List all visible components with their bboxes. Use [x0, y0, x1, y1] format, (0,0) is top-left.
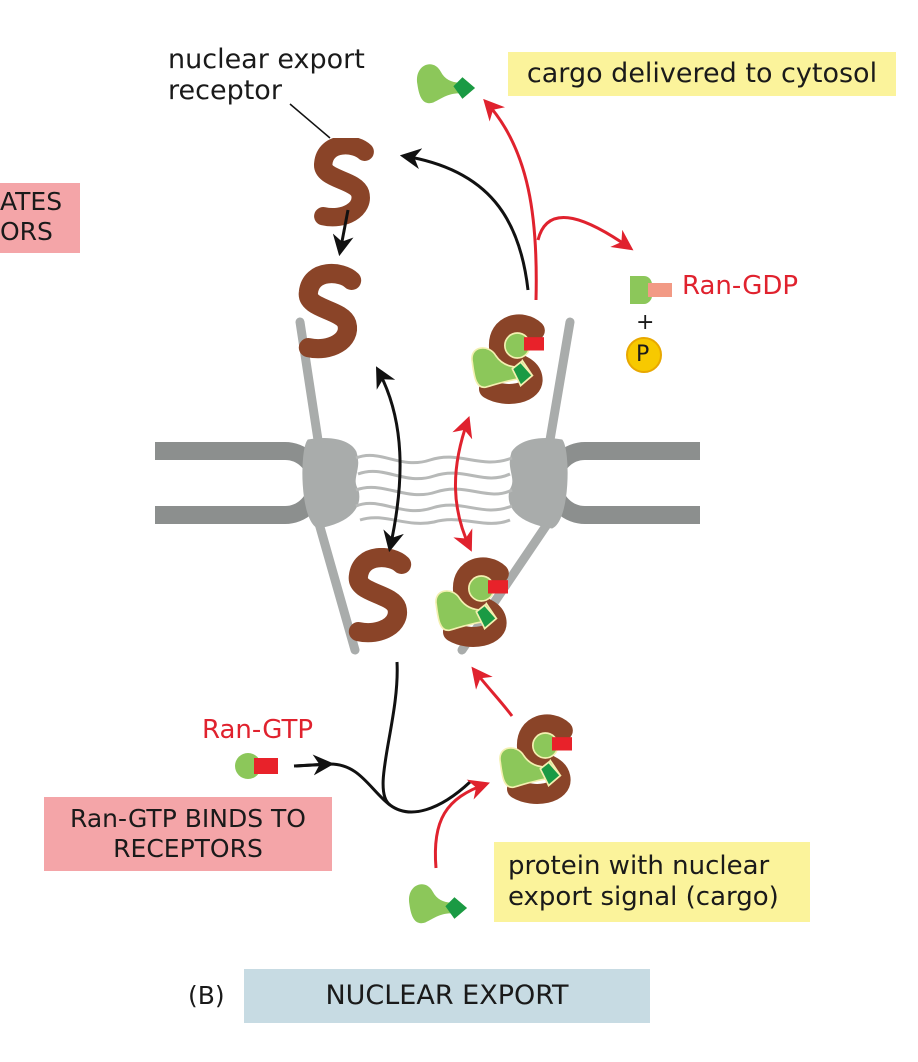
receptor-cytosol-top [323, 145, 365, 217]
phosphate-label: P [636, 342, 650, 367]
receptor-label-line2: receptor [168, 75, 282, 107]
arrow-receptor-to-pore [332, 209, 354, 257]
arrow-receptor-return [399, 148, 530, 291]
arrow-ran-gtp-head [293, 754, 335, 776]
arrow-complex-to-pore [471, 666, 514, 717]
cargo-delivered-icon [416, 64, 475, 104]
nuclear-envelope-left [155, 442, 326, 524]
hydrolysis-box-line2: ORS [0, 217, 53, 246]
receptor-label: nuclear export receptor [168, 44, 365, 106]
cargo-protein-icon [408, 884, 467, 924]
receptor-nucleus-pore [358, 558, 401, 633]
ran-gtp-binds-box: Ran-GTP BINDS TO RECEPTORS [44, 797, 332, 871]
ran-gtp-label: Ran-GTP [202, 715, 314, 745]
nuclear-envelope-right [544, 442, 700, 524]
receptor-pointer-line [289, 103, 331, 139]
hydrolysis-box-line1: ATES [0, 187, 63, 216]
phosphate-icon [626, 337, 662, 373]
plus-sign: + [636, 310, 655, 335]
arrow-ran-gdp-release [536, 215, 634, 251]
arrow-receptor-through-pore [376, 366, 404, 553]
line-receptor-return-nucleus [381, 661, 472, 814]
complex-nucleus-formed [500, 724, 572, 794]
hydrolysis-box-partial: ATES ORS [0, 183, 80, 253]
arrow-cargo-release [483, 98, 538, 301]
ran-gdp-icon [630, 276, 672, 304]
cargo-protein-box: protein with nuclear export signal (carg… [494, 842, 810, 922]
figure-title: NUCLEAR EXPORT [325, 979, 569, 1011]
cargo-protein-line1: protein with nuclear [508, 850, 770, 881]
arrow-cargo-binding [433, 779, 490, 869]
ran-gtp-binds-line2: RECEPTORS [113, 834, 263, 863]
receptor-label-line1: nuclear export [168, 44, 365, 75]
cargo-delivered-label: cargo delivered to cytosol [526, 57, 878, 89]
receptor-cytosol-pore [308, 274, 351, 349]
complex-cytosol-side [472, 324, 544, 394]
arrow-complex-through-pore [452, 416, 473, 552]
panel-label: (B) [188, 981, 225, 1010]
cargo-delivered-box: cargo delivered to cytosol [508, 52, 896, 96]
figure-title-box: NUCLEAR EXPORT [244, 969, 650, 1023]
ran-gtp-icon [235, 753, 278, 779]
ran-gtp-binds-line1: Ran-GTP BINDS TO [70, 804, 306, 833]
cargo-protein-line2: export signal (cargo) [508, 882, 779, 912]
ran-gdp-label: Ran-GDP [682, 271, 799, 301]
